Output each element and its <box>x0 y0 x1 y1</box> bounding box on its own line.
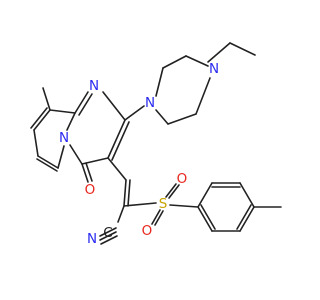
bond-ring-double <box>107 119 126 159</box>
atom-n-piperazine-bottom: N <box>145 95 155 111</box>
atom-s-sulfonyl: S <box>159 196 168 212</box>
atom-o-sulfonyl-left: O <box>142 223 153 239</box>
atom-c-nitrile: C <box>103 225 112 241</box>
bond-pip <box>195 77 211 115</box>
bond-pyr-double <box>33 109 51 131</box>
atom-o-sulfonyl-right: O <box>177 171 188 187</box>
bond-pyr <box>33 129 39 157</box>
bond-ring <box>69 144 83 165</box>
bond-ring <box>124 105 145 121</box>
bond-ring <box>102 91 126 121</box>
bond-s-o <box>168 184 180 199</box>
bond-aryl <box>197 182 213 208</box>
bond-methyl <box>42 87 51 111</box>
bond-ring <box>66 112 76 131</box>
structure-svg: N N N N O N C S O O <box>30 42 282 247</box>
molecule-diagram: N N N N O N C S O O <box>30 42 282 247</box>
bond-pyr-double <box>30 107 48 129</box>
bond-aryl <box>239 182 255 208</box>
bond-pyr-double <box>36 158 58 172</box>
bond-aryl-double <box>197 206 213 232</box>
bond-pip <box>155 109 169 125</box>
bond-carbonyl <box>85 162 93 182</box>
atom-n-pyrimidine: N <box>89 78 99 94</box>
atom-n-nitrile: N <box>87 231 97 247</box>
bond-pip <box>155 67 164 97</box>
bond-nitrile-triple <box>99 227 117 237</box>
bond-pip <box>185 55 209 67</box>
atom-n-piperazine-top: N <box>209 61 219 77</box>
bond-vinyl <box>107 157 127 181</box>
atom-labels: N N N N O N C S O O <box>59 61 219 247</box>
bond-aryl-double <box>239 206 255 232</box>
bond-ethyl-2 <box>229 42 256 56</box>
bond-s-o <box>151 209 161 225</box>
atom-o-carbonyl: O <box>85 182 96 198</box>
bond-ring-double <box>74 91 89 114</box>
bond-pip <box>167 113 197 125</box>
bond-ring-double <box>78 93 93 116</box>
bond-pyr <box>57 145 65 169</box>
bond-carbonyl <box>81 163 89 183</box>
bond-aryl-double <box>200 204 216 230</box>
bond-vinyl-double <box>127 179 131 207</box>
bond-aryl-double <box>236 204 252 230</box>
bond-s-o <box>154 210 164 226</box>
atom-n-bridgehead: N <box>59 130 69 146</box>
bond-ethyl-1 <box>207 42 231 63</box>
bond-ring-double <box>111 121 130 161</box>
bond-nitrile <box>117 205 125 223</box>
bond-s-aryl <box>169 204 199 208</box>
bond-vinyl-double <box>123 179 127 207</box>
bonds <box>30 42 282 245</box>
bond-s-o <box>165 183 177 198</box>
bond-pip <box>162 55 187 69</box>
bond-pyr-double <box>37 155 59 169</box>
bond-pyr <box>49 109 76 114</box>
bond-c-s <box>123 202 157 207</box>
bond-nitrile-triple <box>99 231 117 241</box>
bond-nitrile-triple <box>100 235 118 245</box>
